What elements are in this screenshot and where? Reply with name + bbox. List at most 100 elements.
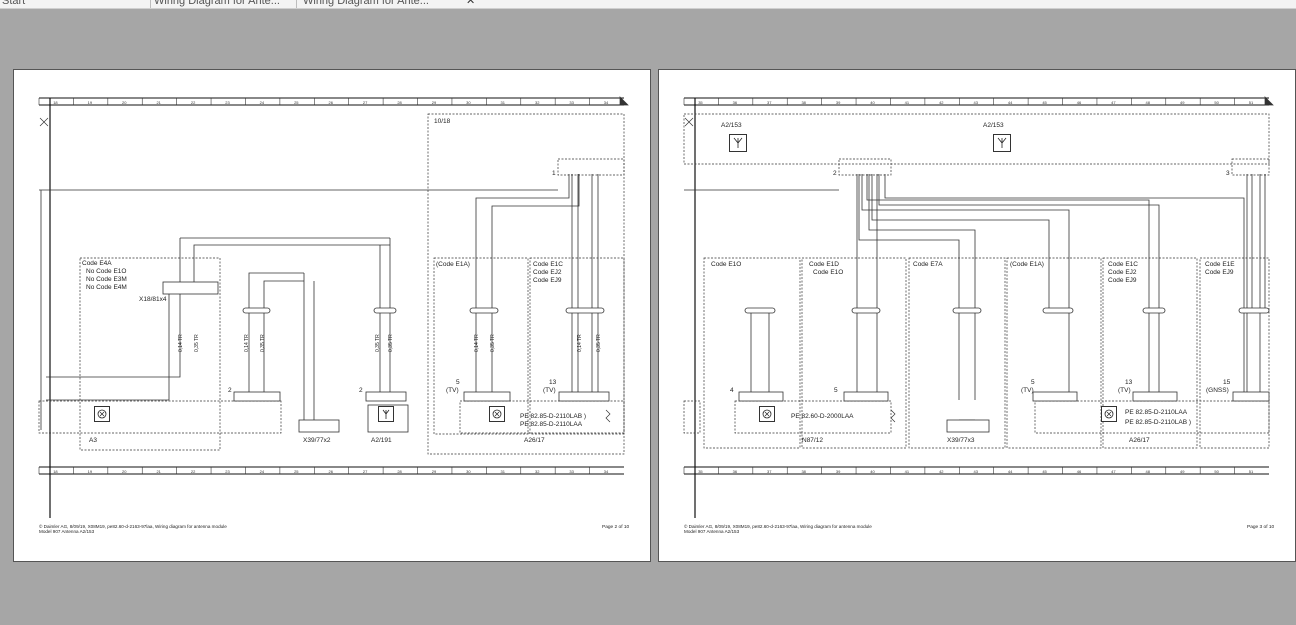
wiring-diagram-page-3 [683, 96, 1274, 518]
column-number: 51 [1248, 469, 1254, 474]
code-label: Code E1O [711, 261, 742, 268]
column-number: 42 [939, 100, 944, 105]
wiring-diagram-page-2 [38, 96, 629, 518]
column-number: 33 [569, 100, 574, 105]
code-label: Code EJ9 [1205, 269, 1234, 276]
column-number: 33 [569, 469, 574, 474]
column-number: 22 [190, 100, 196, 105]
column-number: 39 [835, 469, 841, 474]
document-viewport[interactable]: 10/18 Code E4A No Code E1O No Code E3M N… [8, 10, 1296, 625]
pin-number: 13 [1125, 379, 1133, 386]
column-number: 34 [603, 100, 609, 105]
column-number: 26 [328, 469, 333, 474]
code-label: Code EJ2 [1108, 269, 1137, 276]
column-number: 35 [698, 469, 703, 474]
pin-label: (TV) [543, 387, 556, 394]
code-label: (Code E1A) [1010, 261, 1044, 268]
wire-label: 0,35 TR [260, 334, 266, 352]
pin-number: 5 [834, 387, 838, 394]
column-number: 43 [973, 469, 978, 474]
code-label: Code E1C [1108, 261, 1138, 268]
page-footer: © Daimler AG, 8/09/19, X08M19, pe82.60-d… [39, 524, 227, 535]
column-number: 48 [1145, 100, 1150, 105]
column-number: 25 [294, 469, 299, 474]
column-number: 38 [801, 100, 806, 105]
code-label: Code EJ9 [533, 277, 562, 284]
code-label: Code E7A [913, 261, 943, 268]
pdf-page-2: 10/18 Code E4A No Code E1O No Code E3M N… [13, 69, 651, 562]
column-number: 27 [362, 469, 368, 474]
column-number: 36 [732, 469, 738, 474]
pe-reference[interactable]: PE 82.85-D-2110LAB ) [520, 413, 586, 420]
component-label: N87/12 [802, 437, 823, 444]
pin-number: 2 [228, 387, 232, 394]
code-label: Code E1D [809, 261, 839, 268]
antenna-icon [993, 134, 1011, 152]
column-number: 23 [225, 469, 230, 474]
connector-label: X18/81x4 [139, 296, 167, 303]
column-number: 23 [225, 100, 230, 105]
pe-reference[interactable]: PE 82.85-D-2110LAB ) [1125, 419, 1191, 426]
tab-start[interactable]: Start [2, 0, 26, 7]
component-label: A2/191 [371, 437, 392, 444]
column-number: 46 [1076, 100, 1082, 105]
code-label: Code EJ9 [1108, 277, 1137, 284]
column-number: 31 [500, 100, 505, 105]
column-number: 30 [466, 469, 471, 474]
column-number: 36 [732, 100, 738, 105]
pe-reference[interactable]: PE 82.85-D-2110LAA [520, 421, 583, 428]
wire-label: 0,35 TR [375, 334, 381, 352]
column-number: 28 [397, 100, 402, 105]
pe-reference[interactable]: PE 82.60-D-2000LAA [791, 413, 854, 420]
column-number: 38 [801, 469, 806, 474]
close-icon[interactable]: ✕ [466, 0, 476, 7]
pin-label: (GNSS) [1206, 387, 1229, 394]
column-number: 35 [698, 100, 703, 105]
column-number: 49 [1179, 100, 1185, 105]
column-number: 46 [1076, 469, 1082, 474]
column-number: 51 [1248, 100, 1254, 105]
footer-copyright: © Daimler AG, 8/09/19, X08M19, pe82.60-d… [39, 524, 227, 529]
tab-bar: Start Wiring Diagram for Ante... Wiring … [0, 0, 1296, 9]
code-label: No Code E1O [86, 268, 127, 275]
column-number: 40 [870, 469, 875, 474]
component-label: A2/153 [983, 122, 1004, 129]
page-number: Page 2 of 10 [602, 525, 630, 530]
column-number: 29 [431, 100, 437, 105]
tab-wiring-diagram-1[interactable]: Wiring Diagram for Ante... [154, 0, 280, 7]
column-number: 42 [939, 469, 944, 474]
pin-number: 4 [730, 387, 734, 394]
column-number: 22 [190, 469, 196, 474]
tab-separator [150, 0, 151, 8]
column-number: 19 [87, 469, 93, 474]
code-label: Code E1C [533, 261, 563, 268]
column-number: 49 [1179, 469, 1185, 474]
pin-label: (TV) [1021, 387, 1034, 394]
column-number: 41 [904, 469, 910, 474]
column-number: 48 [1145, 469, 1150, 474]
column-number: 39 [835, 100, 841, 105]
column-number: 30 [466, 100, 471, 105]
component-label: A26/17 [524, 437, 545, 444]
column-number: 34 [603, 469, 609, 474]
pe-reference[interactable]: PE 82.85-D-2110LAA [1125, 409, 1188, 416]
column-number: 32 [534, 469, 540, 474]
component-label: A26/17 [1129, 437, 1150, 444]
antenna-icon [378, 406, 394, 422]
column-number: 37 [767, 469, 772, 474]
code-label: No Code E4M [86, 284, 127, 291]
column-number: 18 [53, 469, 58, 474]
pin-number: 2 [359, 387, 363, 394]
code-label: Code E1O [813, 269, 844, 276]
ref-label: 10/18 [434, 118, 451, 125]
pin-label: (TV) [1118, 387, 1131, 394]
column-number: 50 [1214, 100, 1219, 105]
pin-number: 5 [1031, 379, 1035, 386]
component-label: X39/77x2 [303, 437, 331, 444]
footer-model: Model 907 Antenna A2/153 [684, 529, 740, 535]
column-number: 19 [87, 100, 93, 105]
wire-label: 0,35 TR [388, 334, 394, 352]
tab-wiring-diagram-2[interactable]: Wiring Diagram for Ante... [303, 0, 429, 7]
code-label: Code E4A [82, 260, 112, 267]
column-number: 50 [1214, 469, 1219, 474]
